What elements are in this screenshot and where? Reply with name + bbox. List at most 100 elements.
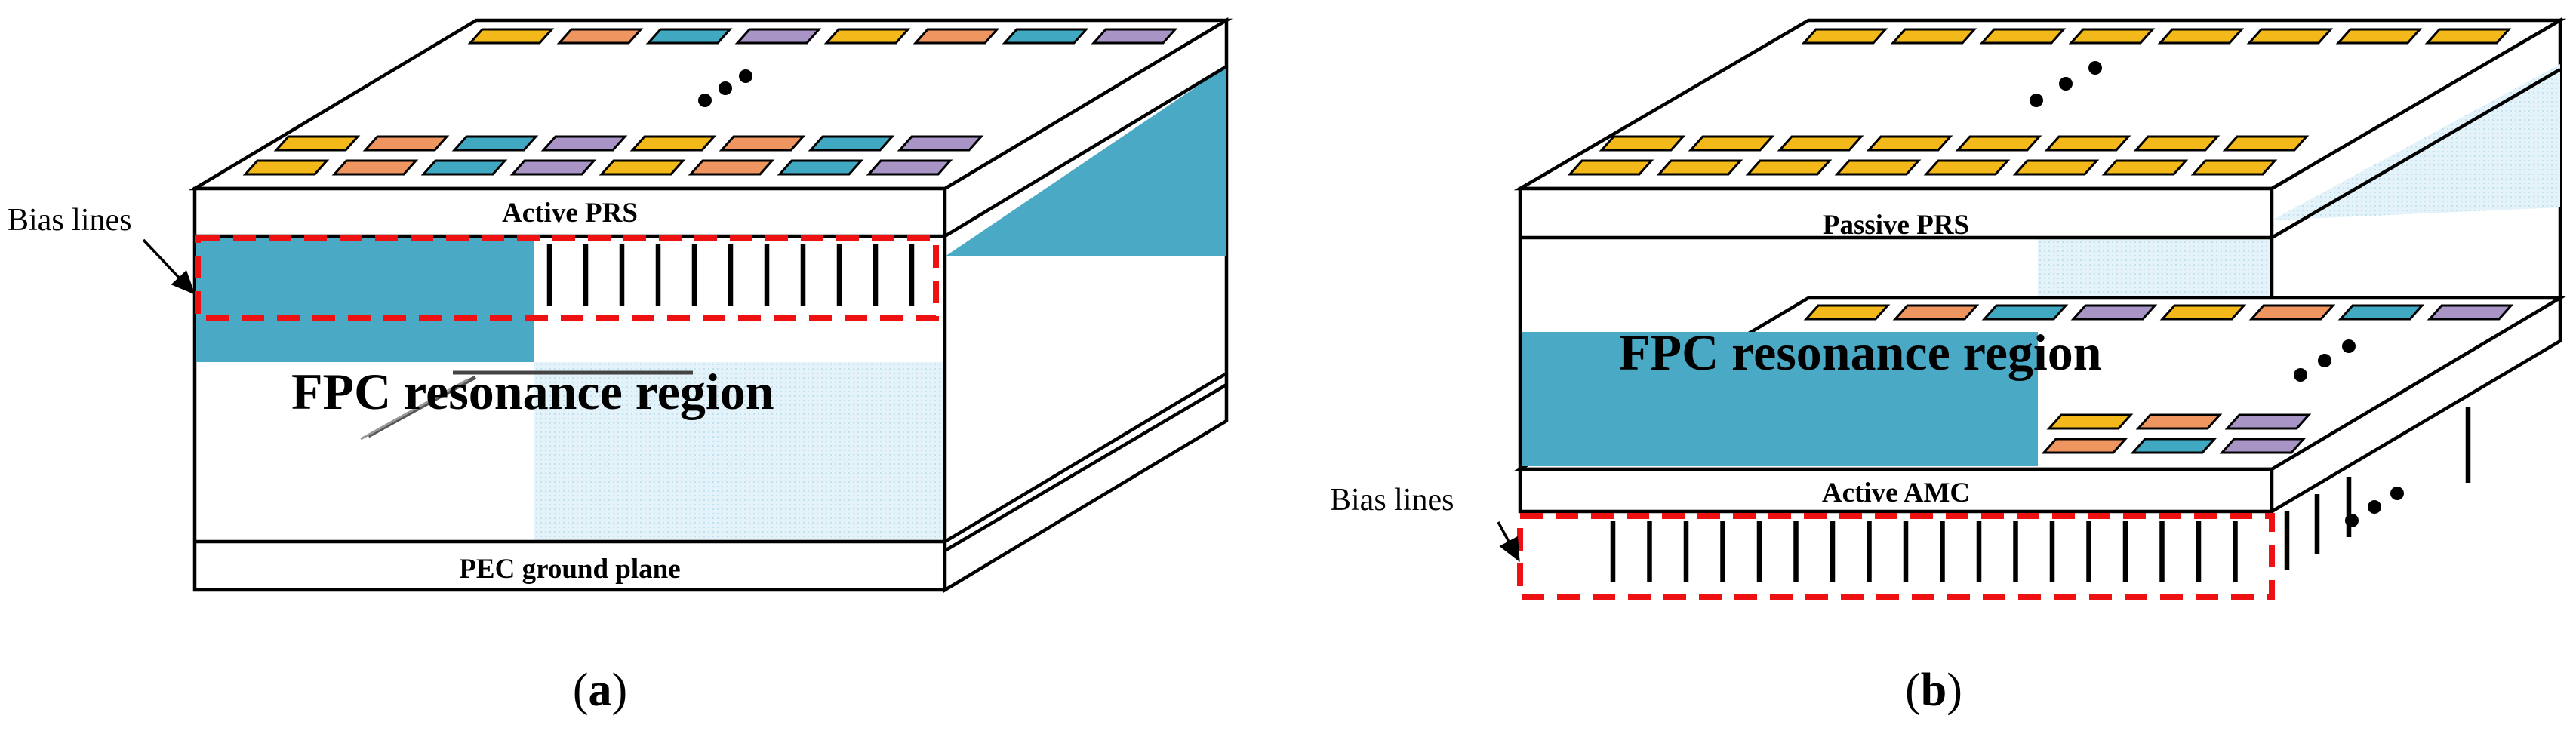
prs-patch bbox=[242, 159, 330, 176]
panel-a-side-line-3 bbox=[943, 383, 1228, 552]
prs-patch bbox=[540, 135, 628, 152]
panel-a-active-prs-label: Active PRS bbox=[502, 198, 638, 229]
panel-b-amc-side bbox=[2270, 295, 2562, 514]
panel-a-side-teal bbox=[945, 66, 1226, 256]
panel-a-bias-lines bbox=[546, 244, 915, 306]
prs-patch bbox=[866, 159, 953, 176]
panel-b-bias-lines bbox=[1610, 521, 2238, 582]
panel-b: Passive PRS Active AMC FPC resonance reg… bbox=[1330, 17, 2567, 716]
amc-patch bbox=[2427, 304, 2514, 321]
panel-b-side-bias-lines bbox=[2284, 407, 2471, 570]
panel-b-bias-label: Bias lines bbox=[1330, 483, 1454, 517]
amc-patch bbox=[1803, 304, 1891, 321]
prs-patch bbox=[420, 159, 508, 176]
prs-patch bbox=[2133, 135, 2221, 152]
panel-a-fpc-annotation: FPC resonance region bbox=[291, 363, 774, 441]
prs-patch bbox=[1567, 159, 1654, 176]
panel-b-front-teal bbox=[1522, 332, 2038, 466]
prs-patch bbox=[823, 28, 911, 45]
prs-patch bbox=[734, 28, 822, 45]
prs-patch bbox=[556, 28, 644, 45]
prs-patch bbox=[2190, 159, 2278, 176]
prs-patch bbox=[2012, 159, 2100, 176]
prs-patch bbox=[1599, 135, 1686, 152]
prs-patch bbox=[1834, 159, 1922, 176]
panel-b-fpc-label: FPC resonance region bbox=[1619, 324, 2102, 381]
panel-a-side-line-1 bbox=[943, 65, 1228, 238]
panel-a-bias-highlight bbox=[195, 235, 939, 321]
prs-patch bbox=[1745, 159, 1833, 176]
panel-b-prs-patch-array bbox=[1567, 28, 2512, 176]
prs-patch bbox=[1656, 159, 1743, 176]
prs-patch bbox=[1866, 135, 1953, 152]
panel-b-top-ellipsis bbox=[2030, 61, 2102, 107]
prs-patch bbox=[1979, 28, 2067, 45]
prs-patch bbox=[2044, 135, 2131, 152]
prs-patch bbox=[2222, 135, 2310, 152]
prs-patch bbox=[688, 159, 775, 176]
prs-patch bbox=[599, 159, 686, 176]
panel-b-active-amc-label: Active AMC bbox=[1822, 478, 1970, 508]
prs-patch bbox=[1923, 159, 2011, 176]
panel-a-front-teal bbox=[196, 236, 534, 362]
panel-a: Active PRS PEC ground plane FPC resonanc… bbox=[8, 17, 1233, 716]
prs-patch bbox=[467, 28, 555, 45]
panel-a-side-line-2 bbox=[943, 372, 1228, 543]
panel-a-front-light bbox=[534, 362, 943, 542]
amc-patch bbox=[2219, 438, 2307, 454]
prs-patch bbox=[629, 135, 717, 152]
amc-patch bbox=[2041, 438, 2128, 454]
panel-b-side-light bbox=[2272, 64, 2560, 220]
prs-patch bbox=[645, 28, 733, 45]
prs-patch bbox=[2101, 159, 2189, 176]
prs-patch bbox=[2424, 28, 2512, 45]
amc-patch bbox=[2248, 304, 2336, 321]
panel-b-passive-prs-label: Passive PRS bbox=[1823, 210, 1969, 241]
prs-patch bbox=[451, 135, 539, 152]
amc-patch bbox=[2130, 438, 2217, 454]
prs-patch bbox=[2246, 28, 2334, 45]
prs-patch bbox=[1890, 28, 1977, 45]
prs-patch bbox=[2068, 28, 2156, 45]
panel-b-amc-ellipsis bbox=[2294, 339, 2356, 382]
amc-patch bbox=[2159, 304, 2247, 321]
panel-b-bias-ellipsis bbox=[2345, 487, 2404, 527]
amc-patch bbox=[2224, 413, 2312, 430]
amc-patch bbox=[1981, 304, 2069, 321]
panel-a-bias-label: Bias lines bbox=[8, 203, 132, 238]
panel-b-caption: (b) bbox=[1905, 665, 1962, 716]
prs-patch bbox=[808, 135, 895, 152]
prs-patch bbox=[719, 135, 806, 152]
panel-a-caption: (a) bbox=[573, 665, 627, 716]
panel-a-top-ellipsis bbox=[698, 69, 752, 107]
prs-patch bbox=[273, 135, 361, 152]
amc-patch bbox=[2135, 413, 2223, 430]
prs-patch bbox=[2335, 28, 2423, 45]
prs-patch bbox=[1777, 135, 1864, 152]
panel-b-bias-arrow bbox=[1497, 521, 1520, 563]
amc-patch bbox=[2070, 304, 2158, 321]
panel-b-bias-highlight bbox=[1517, 513, 2275, 600]
prs-patch bbox=[1091, 28, 1178, 45]
prs-patch bbox=[1801, 28, 1888, 45]
prs-patch bbox=[777, 159, 864, 176]
prs-patch bbox=[2157, 28, 2245, 45]
prs-patch bbox=[331, 159, 419, 176]
prs-patch bbox=[1955, 135, 2042, 152]
panel-b-amc-front bbox=[1518, 467, 2274, 514]
panel-a-fpc-label: FPC resonance region bbox=[291, 363, 774, 420]
prs-patch bbox=[897, 135, 984, 152]
panel-a-patch-array bbox=[242, 28, 1178, 176]
prs-patch bbox=[362, 135, 450, 152]
prs-patch bbox=[509, 159, 597, 176]
amc-patch bbox=[1892, 304, 1980, 321]
panel-a-ground-label: PEC ground plane bbox=[459, 554, 680, 585]
amc-patch bbox=[2046, 413, 2134, 430]
prs-patch bbox=[1002, 28, 1089, 45]
panel-b-amc-patch-array bbox=[1803, 304, 2514, 454]
panel-b-side-line-1 bbox=[2270, 68, 2562, 239]
panel-a-bias-arrow bbox=[142, 238, 195, 295]
prs-patch bbox=[913, 28, 1000, 45]
prs-patch bbox=[1688, 135, 1775, 152]
